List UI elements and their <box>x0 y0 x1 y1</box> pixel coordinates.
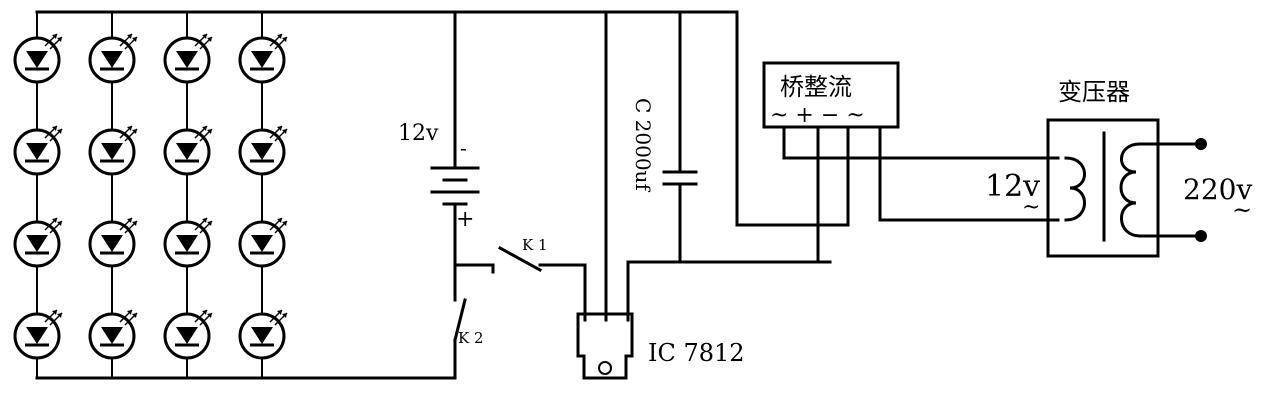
led <box>13 217 63 268</box>
led <box>13 125 63 176</box>
bus-wires <box>35 10 739 380</box>
switch-k2-label: K 2 <box>458 329 484 347</box>
led <box>163 33 213 84</box>
bridge-rectifier: 桥整流 ~ + − ~ <box>735 10 1060 264</box>
regulator-ic: IC 7812 <box>576 10 832 380</box>
secondary-ac-symbol: ~ <box>1022 195 1040 220</box>
battery-plus-label: + <box>456 207 474 232</box>
battery-12v: 12v - + <box>398 10 480 267</box>
led <box>163 217 213 268</box>
led <box>238 125 288 176</box>
battery-label: 12v <box>398 121 439 146</box>
led <box>163 125 213 176</box>
primary-voltage-label: 220v <box>1183 173 1252 206</box>
primary-ac-symbol: ~ <box>1232 196 1252 224</box>
capacitor: C 2000uf <box>631 10 698 264</box>
switch-k1: K 1 <box>453 236 587 322</box>
transformer-label: 变压器 <box>1058 78 1130 106</box>
led <box>88 309 138 360</box>
capacitor-label: C 2000uf <box>631 98 655 192</box>
led <box>238 33 288 84</box>
bridge-pins-label: ~ + − ~ <box>770 103 865 128</box>
battery-minus-label: - <box>460 136 467 160</box>
led <box>238 217 288 268</box>
switch-k2: K 2 <box>453 263 484 380</box>
led <box>238 309 288 360</box>
led <box>88 125 138 176</box>
transformer: 变压器 12v ~ 220v ~ <box>985 78 1252 258</box>
led <box>88 217 138 268</box>
led <box>13 309 63 360</box>
led <box>88 33 138 84</box>
secondary-voltage-label: 12v <box>985 169 1040 204</box>
led <box>13 33 63 84</box>
led <box>163 309 213 360</box>
regulator-label: IC 7812 <box>648 339 745 367</box>
led-array <box>13 12 288 378</box>
bridge-label: 桥整流 <box>780 73 852 101</box>
switch-k1-label: K 1 <box>522 236 548 254</box>
